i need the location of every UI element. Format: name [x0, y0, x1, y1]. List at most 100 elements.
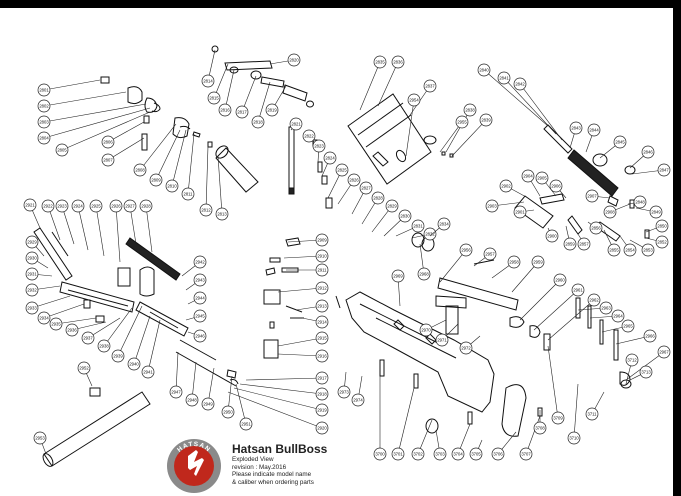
callout-number-2901: 2901 [515, 210, 525, 215]
callout-bubble-2817 [235, 105, 249, 119]
callout-bubble-3713 [639, 365, 653, 379]
leader-line-2836 [377, 61, 399, 107]
callout-number-2854: 2854 [625, 248, 635, 253]
callout-number-2808: 2808 [135, 168, 145, 173]
callout-bubble-2963 [599, 301, 613, 315]
callout-number-3707: 3707 [521, 452, 531, 457]
callout-number-2942: 2942 [195, 260, 205, 265]
arrow-logo-icon [188, 450, 204, 476]
leader-line-2804 [43, 107, 151, 139]
leader-line-2928 [145, 205, 153, 253]
leader-line-2835 [359, 61, 381, 111]
callout-bubble-2816 [218, 103, 232, 117]
callout-number-2810: 2810 [167, 184, 177, 189]
callout-number-3710: 3710 [569, 436, 579, 441]
callout-bubble-2942 [193, 255, 207, 269]
callout-bubble-2926 [109, 199, 123, 213]
callout-bubble-2843 [569, 121, 583, 135]
leader-line-2960 [519, 279, 561, 321]
leader-line-2810 [171, 129, 187, 187]
callout-bubble-2835 [373, 55, 387, 69]
callout-bubble-2815 [207, 91, 221, 105]
callout-number-2850: 2850 [657, 224, 667, 229]
callout-bubble-2820 [287, 53, 301, 67]
leader-line-2808 [139, 123, 177, 171]
trigger-group [175, 237, 304, 387]
callout-bubble-2853 [641, 243, 655, 257]
callout-number-2965: 2965 [623, 324, 633, 329]
callout-number-2812: 2812 [201, 208, 211, 213]
callout-number-2911: 2911 [317, 268, 327, 273]
regulator-group [514, 124, 650, 242]
leader-line-2917 [245, 377, 323, 381]
callout-bubble-2809 [149, 173, 163, 187]
callout-number-2816: 2816 [220, 108, 230, 113]
leader-line-2961 [533, 289, 579, 331]
callout-bubble-2961 [571, 283, 585, 297]
callout-number-2947: 2947 [171, 390, 181, 395]
callout-bubble-2953 [33, 431, 47, 445]
callout-bubble-3712 [625, 353, 639, 367]
callout-bubble-2938 [97, 339, 111, 353]
callout-number-2806: 2806 [103, 140, 113, 145]
callout-number-2923: 2923 [57, 204, 67, 209]
leader-line-2925 [95, 205, 105, 257]
leader-line-2941 [147, 319, 161, 373]
callout-bubble-2952 [77, 361, 91, 375]
callout-number-2917: 2917 [317, 376, 327, 381]
callout-bubble-2930 [25, 251, 39, 265]
callout-number-2951: 2951 [241, 422, 251, 427]
callout-number-2939: 2939 [113, 354, 123, 359]
callout-number-3708: 3708 [535, 426, 545, 431]
callout-bubble-2802 [37, 99, 51, 113]
callout-number-2919: 2919 [317, 408, 327, 413]
callout-bubble-2844 [587, 123, 601, 137]
title-block: Hatsan BullBoss Exploded View revision :… [232, 442, 412, 486]
callout-bubble-3703 [433, 447, 447, 461]
callout-number-3713: 3713 [641, 370, 651, 375]
callout-number-2905: 2905 [537, 176, 547, 181]
callout-number-2902: 2902 [501, 184, 511, 189]
callout-number-2963: 2963 [601, 306, 611, 311]
callout-number-2930: 2930 [27, 256, 37, 261]
callout-bubble-2907 [585, 189, 599, 203]
callout-number-2966: 2966 [645, 334, 655, 339]
leader-line-2816 [224, 69, 235, 111]
callout-number-2823: 2823 [314, 144, 324, 149]
callout-bubble-2947 [169, 385, 183, 399]
callout-bubble-2971 [435, 333, 449, 347]
callout-bubble-3707 [519, 447, 533, 461]
callout-number-2836: 2836 [393, 60, 403, 65]
callout-bubble-2959 [531, 255, 545, 269]
callout-number-2852: 2852 [657, 240, 667, 245]
callout-number-2817: 2817 [237, 110, 247, 115]
callout-number-2943: 2943 [195, 278, 205, 283]
callout-bubble-2823 [312, 139, 326, 153]
callout-bubble-2946 [193, 329, 207, 343]
callout-number-3705: 3705 [471, 452, 481, 457]
callout-bubble-2859 [563, 237, 577, 251]
callout-bubble-2830 [398, 209, 412, 223]
callout-number-2837: 2837 [425, 84, 435, 89]
order-note-line1: Please indicate model name [232, 471, 312, 479]
callout-number-2829: 2829 [387, 204, 397, 209]
callout-number-3702: 3702 [413, 452, 423, 457]
bolt-assembly-group [211, 45, 333, 209]
leader-line-2916 [277, 353, 323, 357]
callout-bubble-2803 [37, 115, 51, 129]
callout-bubble-2955 [455, 115, 469, 129]
leader-line-2962 [547, 299, 595, 341]
callout-number-2971: 2971 [437, 338, 447, 343]
callout-number-2964: 2964 [613, 314, 623, 319]
leader-line-2809 [155, 129, 181, 181]
callout-bubble-2908 [603, 205, 617, 219]
callout-bubble-2832 [423, 227, 437, 241]
callout-bubble-2916 [315, 349, 329, 363]
callout-bubble-2968 [417, 267, 431, 281]
callout-bubble-2921 [23, 198, 37, 212]
callout-number-2908: 2908 [605, 210, 615, 215]
callout-number-2956: 2956 [461, 248, 471, 253]
leader-line-2923 [61, 205, 75, 245]
diagram-subtitle: Exploded View [232, 456, 274, 463]
leader-line-2956 [439, 249, 467, 283]
